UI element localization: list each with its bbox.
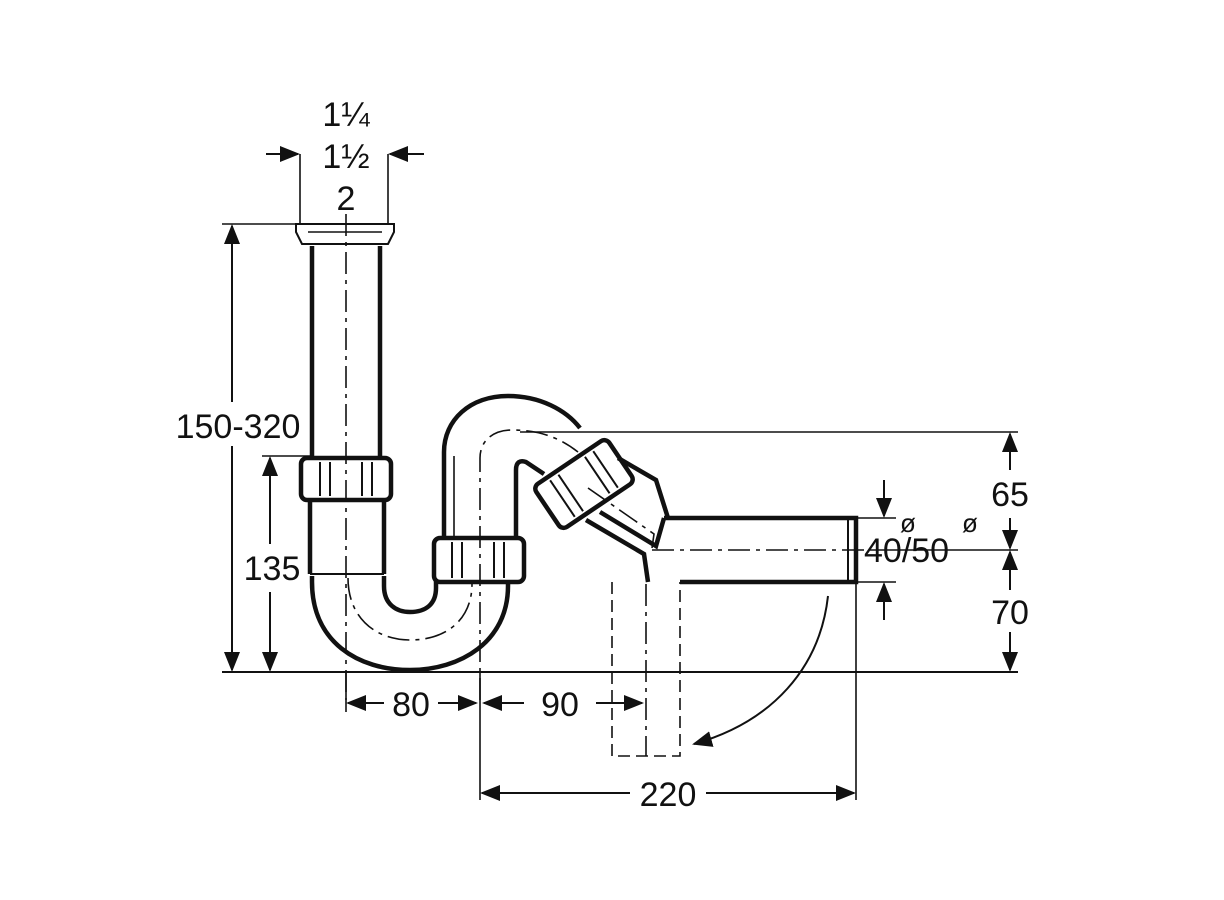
diameter-symbol-1: ø xyxy=(900,508,916,538)
label-width-90: 90 xyxy=(541,686,579,724)
label-height-70: 70 xyxy=(991,594,1029,632)
diameter-symbol-2: ø xyxy=(962,508,978,538)
rotation-arrow xyxy=(692,595,829,747)
label-size-2: 2 xyxy=(337,180,356,218)
dimension-lines xyxy=(222,146,1018,801)
diagonal-nut xyxy=(533,437,635,531)
siphon-body xyxy=(295,223,872,757)
riser-nut xyxy=(431,535,527,585)
label-height-65: 65 xyxy=(991,476,1029,514)
u-trap xyxy=(309,576,511,673)
label-diameter: 40/50 xyxy=(864,532,949,570)
dimension-labels: 1¼ 1½ 2 150-320 135 80 90 220 65 70 40/5… xyxy=(176,96,1029,814)
label-height-135: 135 xyxy=(244,550,301,588)
label-width-220: 220 xyxy=(640,776,697,814)
label-height-total: 150-320 xyxy=(176,408,301,446)
tail-pipe xyxy=(309,246,383,456)
top-flange xyxy=(295,223,395,245)
label-size-1-1-4: 1¼ xyxy=(322,96,370,134)
label-size-1-1-2: 1½ xyxy=(322,138,369,176)
label-width-80: 80 xyxy=(392,686,430,724)
